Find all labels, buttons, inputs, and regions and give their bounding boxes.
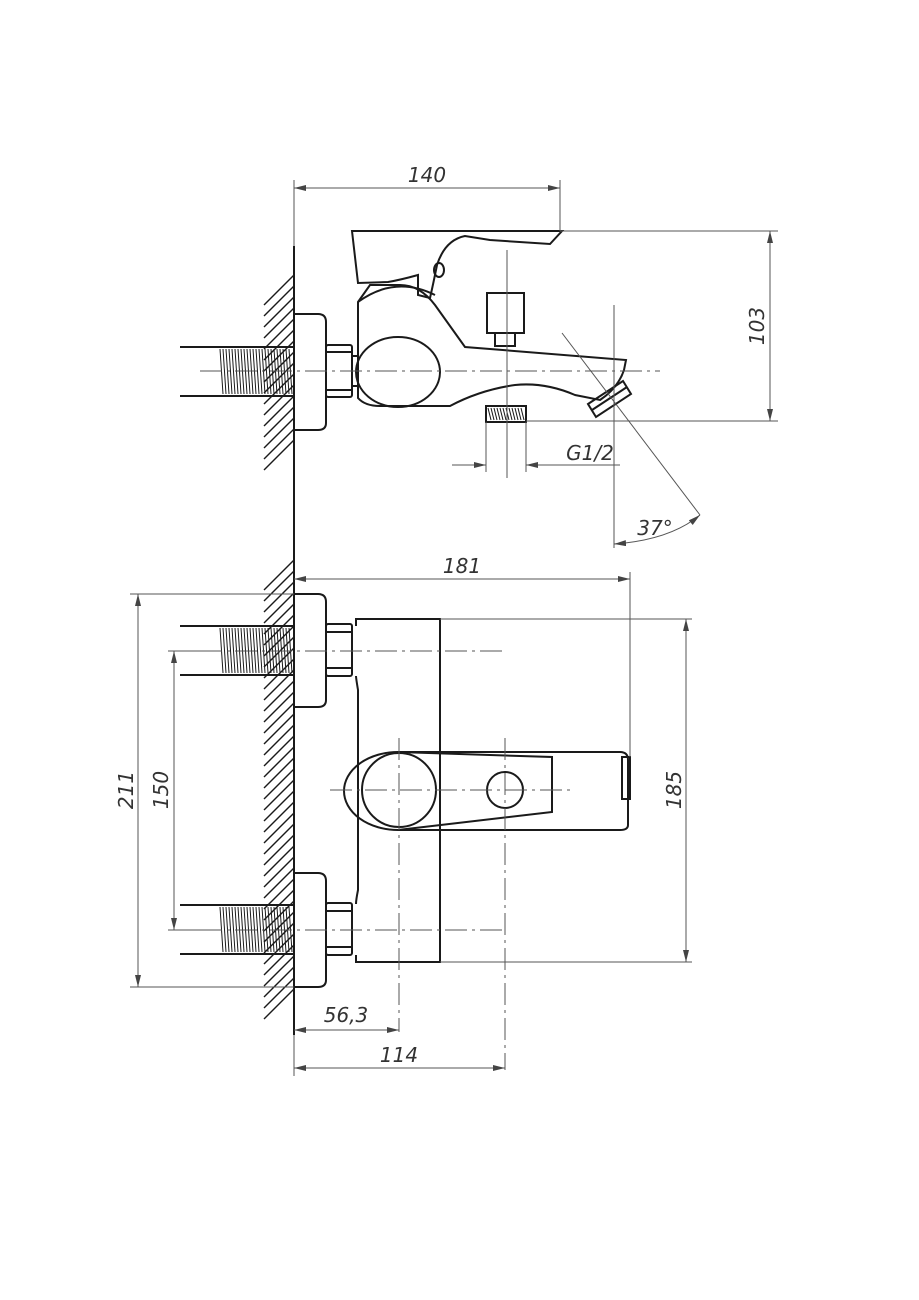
dim-overall-depth: 140 [408,163,446,187]
dim-thread-size: G1/2 [566,441,614,465]
dim-handle-axis: 56,3 [324,1003,369,1027]
lever-screw [433,262,445,278]
eccentric-nut [325,623,353,677]
side-supply-pipe [180,346,294,397]
dim-body-width: 185 [662,771,686,809]
dim-body-projection: 181 [443,554,481,578]
mixer-body [357,284,628,407]
side-view [180,230,660,431]
spout-aerator [586,379,633,419]
cartridge-dome [357,285,436,303]
front-view [180,593,631,1070]
eccentric-nut [325,902,353,956]
dim-inlet-spacing: 150 [149,771,173,809]
diverter-knob [486,292,525,347]
wall-flange [294,313,327,431]
bottom-outlet-connector [485,405,527,423]
side-handle-cap [355,336,441,408]
dim-outlet-axis: 114 [380,1043,418,1067]
dim-spout-height: 103 [745,307,769,345]
pipe-thread [219,348,293,395]
front-lever-handle [398,751,629,831]
dim-outer-width: 211 [114,771,138,809]
lever-handle [350,230,565,300]
dimensions: 140 103 G1/2 37° 181 211 150 [114,163,778,1076]
dim-spout-angle: 37° [637,516,672,540]
front-supply-pipes [180,625,294,955]
